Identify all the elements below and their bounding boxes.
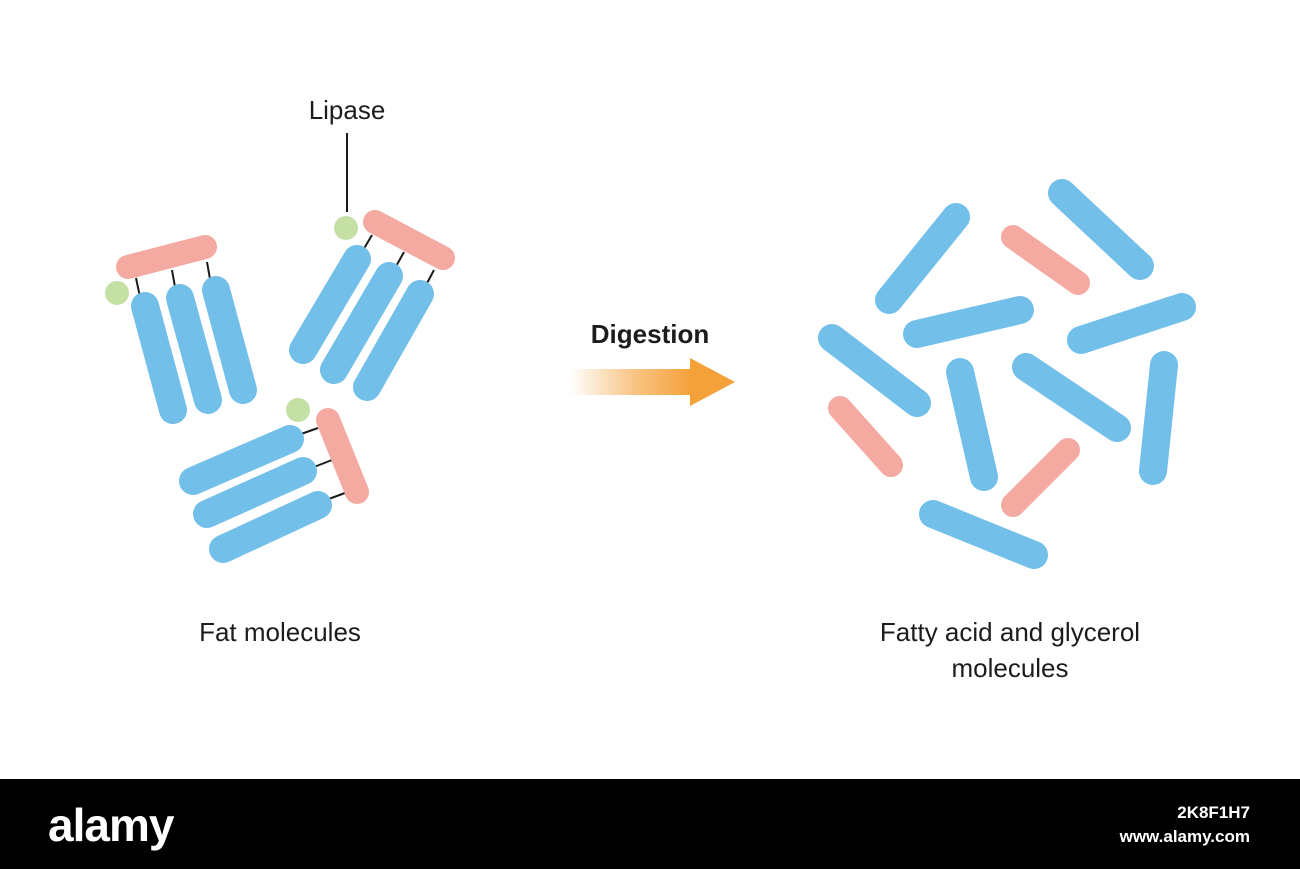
glycerol-rod (828, 396, 903, 477)
arrow-head (690, 358, 735, 406)
image-reference: 2K8F1H7 www.alamy.com (1120, 801, 1250, 849)
fatty-acid-rod (946, 358, 998, 491)
glycerol-rod (1001, 438, 1080, 517)
ester-bond (206, 261, 211, 280)
fatty-acid-rod (179, 425, 304, 495)
fatty-acid-rod (131, 292, 187, 424)
product-molecules (818, 179, 1196, 569)
fatty-acid-rod (1067, 293, 1196, 354)
fat-molecule-1 (105, 235, 257, 424)
image-id: 2K8F1H7 (1177, 803, 1250, 822)
fatty-acid-rod (1048, 179, 1154, 280)
arrow-shaft (570, 369, 692, 395)
watermark-footer: alamy 2K8F1H7 www.alamy.com (0, 779, 1300, 869)
ester-bond (171, 269, 176, 288)
fatty-acid-rod (1012, 353, 1131, 442)
digestion-label: Digestion (590, 319, 710, 349)
fat-molecules-label: Fat molecules (199, 617, 361, 647)
glycerol-rod (116, 235, 217, 279)
fatty-acid-rod (289, 245, 371, 364)
digestion-arrow (570, 358, 735, 406)
products-label-line-2: molecules (951, 653, 1069, 683)
lipase-label: Lipase (308, 95, 386, 125)
fatty-acid-rod (202, 276, 257, 404)
digestion-diagram (105, 133, 1196, 569)
fatty-acid-rod (818, 324, 931, 417)
fatty-acid-rod (193, 457, 317, 528)
fatty-acid-rod (353, 280, 434, 401)
alamy-logo: alamy (48, 799, 174, 851)
fatty-acid-rod (1139, 351, 1178, 485)
glycerol-rod (316, 408, 369, 504)
ester-bond (300, 427, 319, 435)
products-label: Fatty acid and glycerol molecules (830, 614, 1190, 686)
lipase-enzyme (334, 216, 358, 240)
lipase-enzyme (105, 281, 129, 305)
products-label-line-1: Fatty acid and glycerol (879, 617, 1141, 647)
fat-molecule-3 (179, 398, 369, 563)
glycerol-rod (1001, 225, 1090, 295)
fatty-acid-rod (209, 491, 332, 563)
fatty-acid-rod (903, 296, 1034, 348)
fatty-acid-rod (166, 284, 222, 414)
ester-bond (313, 459, 333, 468)
fatty-acid-rod (320, 262, 403, 384)
glycerol-rod (363, 210, 455, 270)
lipase-enzyme (286, 398, 310, 422)
fat-molecule-2 (289, 210, 455, 401)
site-url: www.alamy.com (1119, 827, 1250, 846)
fatty-acid-rod (875, 203, 970, 314)
fatty-acid-rod (919, 500, 1048, 569)
